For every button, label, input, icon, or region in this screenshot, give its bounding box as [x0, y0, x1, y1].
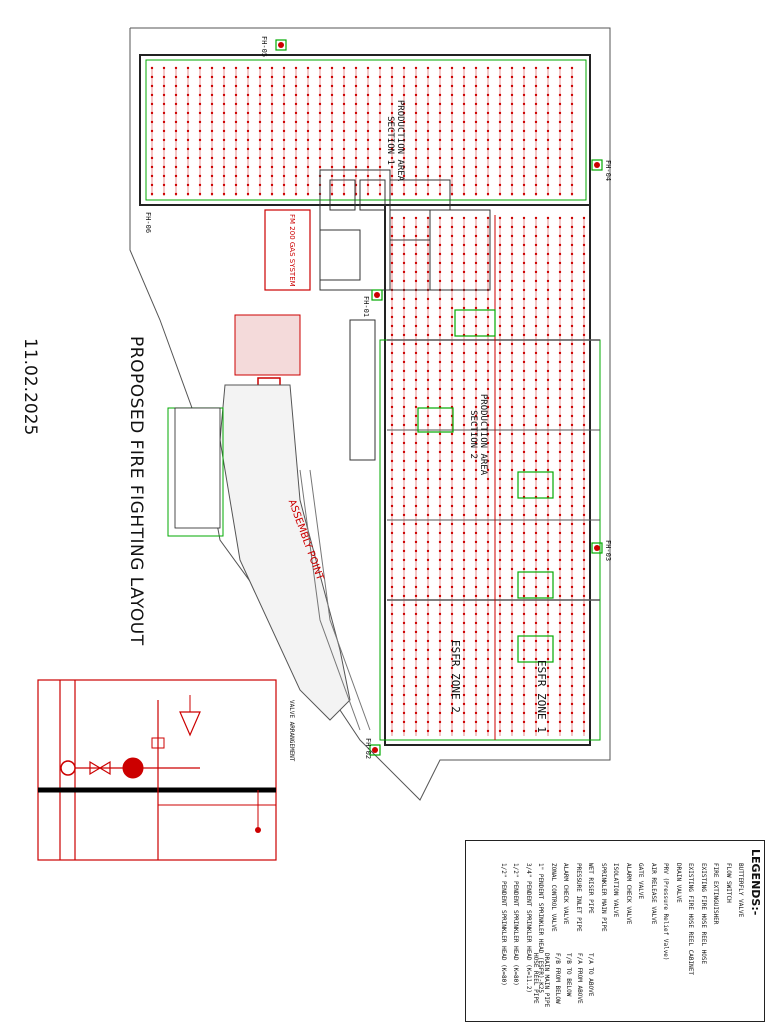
legend-item: ALARM CHECK VALVE — [624, 863, 632, 925]
legend-item: BUTTERFLY VALVE — [737, 863, 744, 918]
legend-panel: LEGENDS:- BUTTERFLY VALVE FLOW SWITCH FIRE… — [465, 840, 765, 1022]
site-boundary — [129, 27, 611, 801]
legend-heading: LEGENDS:- — [749, 849, 762, 916]
hydrant-fh05 — [275, 39, 287, 51]
legend-item: ISOLATION VALVE — [612, 863, 619, 918]
legend-item: SPRINKLER MAIN PIPE — [599, 863, 607, 932]
drawing-title: PROPOSED FIRE FIGHTING LAYOUT — [126, 336, 146, 646]
hydrant-fh03 — [591, 542, 603, 554]
sprinkler-grid-section-1 — [150, 66, 574, 196]
legend-item: PRESSURE INLET PIPE — [574, 863, 582, 932]
hydrant-tag-fh05: FH-05 — [260, 36, 268, 58]
legend-item: EXISTING FIRE HOSE REEL HOSE — [699, 863, 707, 965]
legend-item: EXISTING FIRE HOSE REEL CABINET — [687, 863, 694, 975]
legend-item: ALARM CHECK VALVE — [562, 863, 569, 925]
legend-item: GATE VALVE — [637, 863, 644, 900]
legend-item: AIR RELEASE VALVE — [649, 863, 657, 925]
hydrant-fh02 — [369, 744, 381, 756]
legend-item: 1/2" PENDENT SPRINKLER HEAD (K=80) — [512, 863, 519, 986]
drawing-date: 11.02.2025 — [20, 338, 40, 436]
legend-item: 3/4" PENDENT SPRINKLER HEAD (K=11.2) — [524, 863, 532, 994]
area-label-production-1: PRODUCTION AREA SECTION 1 — [385, 99, 405, 182]
legend-item-direction: T/B TO BELOW — [565, 953, 572, 997]
legend-item: DRAIN VALVE — [674, 863, 682, 903]
valve-arrangement-diagram — [37, 679, 277, 861]
hydrant-tag-fh01: FH-01 — [362, 296, 370, 318]
legend-item: 1/2" PENDENT SPRINKLER HEAD (K=80) — [499, 863, 507, 986]
area-label-production-2: PRODUCTION AREA SECTION 2 — [468, 393, 488, 476]
legend-item: WET RISER PIPE — [587, 863, 594, 914]
hydrant-fh01 — [371, 289, 383, 301]
hydrant-tag-fh02: FH-02 — [364, 738, 372, 760]
legend-item-direction: HOSE REEL PIPE — [532, 953, 539, 1004]
hydrant-tag-fh03: FH-03 — [604, 540, 612, 562]
legend-item-direction: F/A FROM ABOVE — [576, 953, 583, 1004]
legend-item-direction: F/B FROM BELOW — [554, 953, 561, 1004]
building-section-1 — [139, 54, 591, 206]
building-section-2 — [384, 204, 591, 746]
area-label-fm200: FM 200 GAS SYSTEM — [288, 214, 296, 287]
hydrant-fh04 — [591, 159, 603, 171]
area-label-esfr-zone-2: ESFR ZONE 2 — [449, 640, 462, 713]
legend-item: FIRE EXTINGUISHER — [712, 863, 719, 925]
sprinkler-grid-section-2 — [390, 216, 586, 736]
area-label-esfr-zone-1: ESFR ZONE 1 — [535, 660, 548, 733]
hydrant-tag-fh04: FH-04 — [604, 160, 612, 182]
hydrant-tag-fh06: FH-06 — [144, 212, 152, 234]
valve-arrangement-label: VALVE ARRANGEMENT — [288, 700, 295, 762]
legend-item-direction: T/A TO ABOVE — [587, 953, 594, 997]
legend-item: ZONAL CONTROL VALVE — [549, 863, 557, 932]
legend-item: FLOW SWITCH — [724, 863, 732, 903]
legend-item-direction: DRAIN MAIN PIPE — [543, 953, 550, 1008]
legend-item: PRV (Pressure Relief Valve) — [662, 863, 669, 961]
